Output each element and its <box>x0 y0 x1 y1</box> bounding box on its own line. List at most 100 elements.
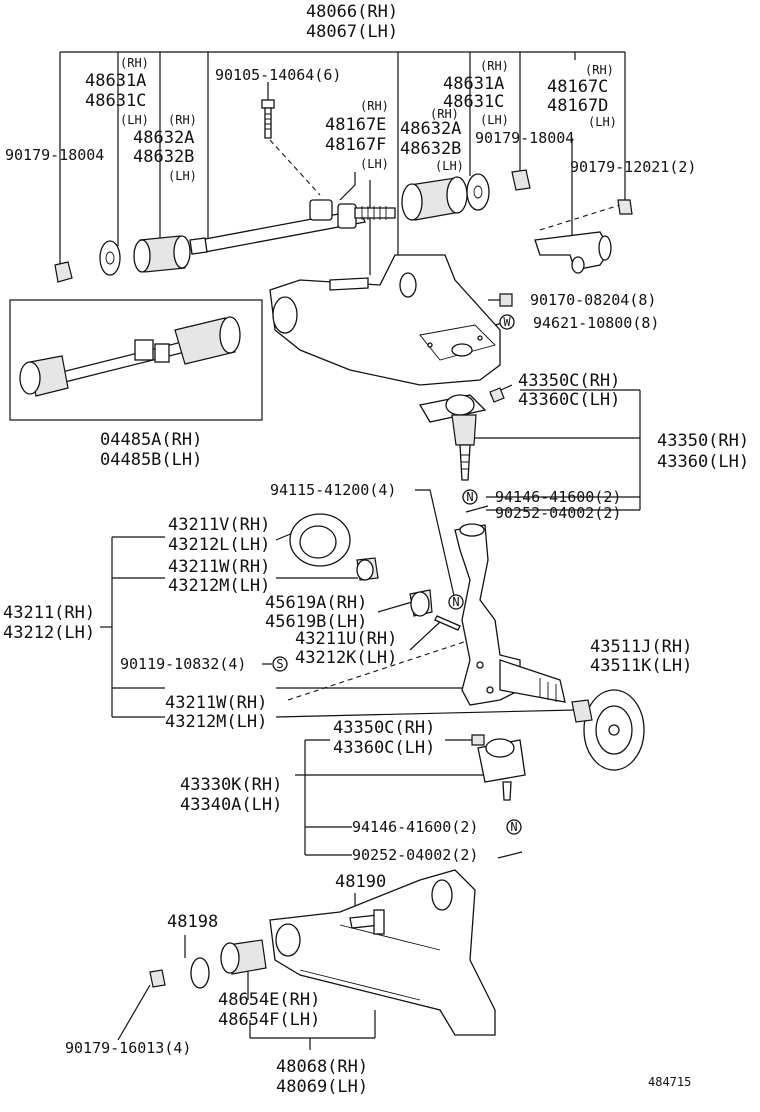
label-48631A-left: 48631A <box>85 71 146 91</box>
label-43511J: 43511J(RH) <box>590 637 692 657</box>
label-48654E: 48654E(RH) <box>218 990 320 1010</box>
label-43511K: 43511K(LH) <box>590 656 692 676</box>
label-43211V: 43211V(RH) <box>168 515 270 535</box>
label-90170: 90170-08204(8) <box>530 291 656 309</box>
label-43360C-top: 43360C(LH) <box>518 390 620 410</box>
upper-arm-body <box>269 254 501 386</box>
label-94621: 94621-10800(8) <box>533 314 659 332</box>
label-94146-bottom: 94146-41600(2) <box>352 818 478 836</box>
label-90179-16013: 90179-16013(4) <box>65 1039 191 1057</box>
label-90105: 90105-14064(6) <box>215 66 341 84</box>
label-90179-18004-right: 90179-18004 <box>475 129 574 147</box>
n-marker-mid: N <box>452 595 459 609</box>
washer-48631A-left <box>99 240 121 276</box>
nut-94146-bottom: N <box>506 819 522 835</box>
label-43350C-top: 43350C(RH) <box>518 371 620 391</box>
w-marker: W <box>503 315 511 329</box>
label-48632B-right: 48632B <box>400 139 461 159</box>
washer-48631A-right <box>466 173 490 211</box>
label-48167F: 48167F <box>325 135 386 155</box>
label-43211: 43211(RH) <box>3 603 95 623</box>
bolt-43211U <box>434 615 461 631</box>
label-43340A: 43340A(LH) <box>180 795 282 815</box>
cotter-90252-bottom <box>497 851 523 859</box>
label-04485A: 04485A(RH) <box>100 430 202 450</box>
lower-ball-joint <box>477 738 526 801</box>
label-48632A-left: 48632A <box>133 128 194 148</box>
nut-90179-16013 <box>149 969 166 988</box>
s-marker: S <box>276 657 283 671</box>
label-48632B-left: 48632B <box>133 147 194 167</box>
label-43212M-bottom: 43212M(LH) <box>165 712 267 732</box>
upper-ball-joint <box>418 394 487 481</box>
bushing-48632A-right <box>401 176 468 221</box>
bushing-48654E <box>220 939 267 975</box>
label-43350C-bottom: 43350C(RH) <box>333 718 435 738</box>
label-94115: 94115-41200(4) <box>270 481 396 499</box>
label-rh-2: (RH) <box>168 113 197 127</box>
n-marker-bottom: N <box>510 820 517 834</box>
label-43212M-top: 43212M(LH) <box>168 576 270 596</box>
label-90119: 90119-10832(4) <box>120 655 246 673</box>
disc-43511J <box>583 689 645 771</box>
screw-90105 <box>261 99 275 139</box>
label-48167C: 48167C <box>547 77 608 97</box>
label-48067: 48067(LH) <box>306 22 398 42</box>
seal-43211V <box>289 513 351 567</box>
label-48190: 48190 <box>335 872 386 892</box>
label-48631A-right: 48631A <box>443 74 504 94</box>
label-90179-12021: 90179-12021(2) <box>570 158 696 176</box>
label-48198: 48198 <box>167 912 218 932</box>
label-rh-6: (RH) <box>585 63 614 77</box>
bolt-43350C-top <box>489 387 505 403</box>
label-48654F: 48654F(LH) <box>218 1010 320 1030</box>
n-marker-top: N <box>466 490 473 504</box>
label-43211W-top: 43211W(RH) <box>168 557 270 577</box>
bushing-45619A <box>409 589 433 617</box>
screw-90119: S <box>272 656 288 672</box>
label-rh-3: (RH) <box>360 99 389 113</box>
label-90252-top: 90252-04002(2) <box>495 504 621 522</box>
washer-48198 <box>190 957 210 989</box>
label-43211W-bottom: 43211W(RH) <box>165 693 267 713</box>
label-48069: 48069(LH) <box>276 1077 368 1097</box>
nut-43350C-bottom <box>471 734 485 746</box>
label-lh-4: (LH) <box>435 159 464 173</box>
label-94146-top: 94146-41600(2) <box>495 488 621 506</box>
label-48066: 48066(RH) <box>306 2 398 22</box>
bracket-48167C <box>534 231 612 274</box>
label-90179-18004-left: 90179-18004 <box>5 146 104 164</box>
inset-box-04485 <box>9 299 263 421</box>
nut-90179-left <box>54 261 73 283</box>
label-rh-5: (RH) <box>480 59 509 73</box>
nut-90179-12021 <box>617 199 633 215</box>
bushing-43211W-bottom <box>571 699 593 723</box>
label-48167D: 48167D <box>547 96 608 116</box>
label-48167E: 48167E <box>325 115 386 135</box>
label-48631C-left: 48631C <box>85 91 146 111</box>
label-43350: 43350(RH) <box>657 431 749 451</box>
upper-arm-shaft <box>189 199 396 255</box>
steering-knuckle <box>454 523 566 706</box>
label-lh-5: (LH) <box>480 113 509 127</box>
label-rh-4: (RH) <box>430 107 459 121</box>
cotter-90252-top <box>465 505 489 513</box>
label-90252-bottom: 90252-04002(2) <box>352 846 478 864</box>
nut-94146-top: N <box>462 489 478 505</box>
label-43360: 43360(LH) <box>657 452 749 472</box>
nut-94115: N <box>448 594 464 610</box>
label-43360C-bottom: 43360C(LH) <box>333 738 435 758</box>
label-48632A-right: 48632A <box>400 119 461 139</box>
bushing-43211W-top <box>356 557 379 581</box>
label-43211U: 43211U(RH) <box>295 629 397 649</box>
w-washer-94621: W <box>499 314 515 330</box>
label-45619B: 45619B(LH) <box>265 612 367 632</box>
label-43330K: 43330K(RH) <box>180 775 282 795</box>
label-48631C-right: 48631C <box>443 92 504 112</box>
leader-lines <box>59 51 641 1050</box>
lower-arm-body <box>269 869 496 1036</box>
label-48068: 48068(RH) <box>276 1057 368 1077</box>
label-lh-2: (LH) <box>168 169 197 183</box>
